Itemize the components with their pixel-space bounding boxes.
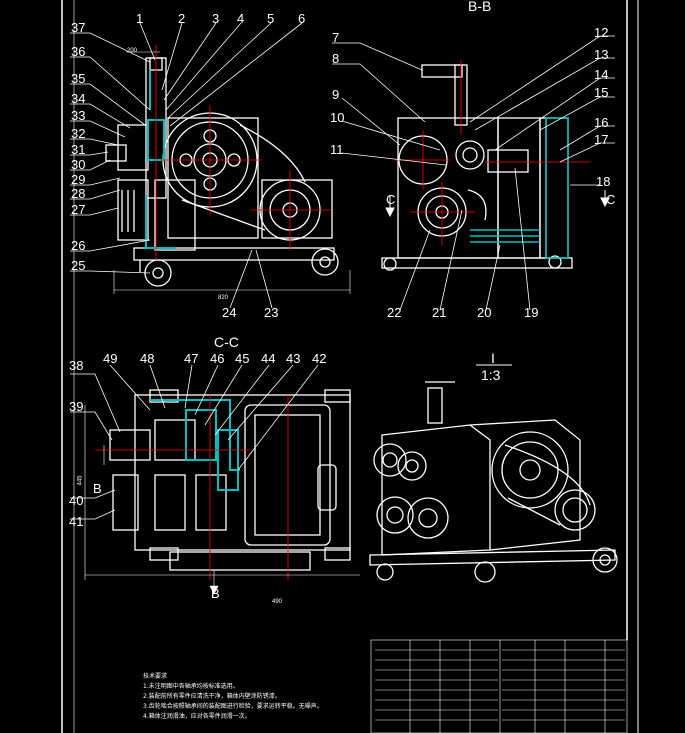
dimension-top-small: 200 [127, 48, 138, 54]
callout-46: 46 [210, 351, 225, 366]
section-bb-fill [470, 117, 569, 259]
callout-9: 9 [332, 87, 340, 102]
notes-line-1: 1.未注明图中各轴承均按标准选用。 [143, 683, 239, 690]
callout-49: 49 [103, 351, 118, 366]
callout-23: 23 [264, 305, 279, 320]
callout-17: 17 [594, 132, 609, 147]
dimension-cc-height: 445 [77, 475, 84, 486]
callout-47: 47 [184, 351, 199, 366]
callout-10: 10 [330, 110, 345, 125]
section-bb-view [381, 64, 573, 271]
callout-41: 41 [69, 514, 84, 529]
callout-34: 34 [71, 91, 86, 106]
section-marker-b-bottom: B [211, 586, 220, 601]
notes-title: 技术要求 [143, 673, 168, 680]
frame-border [61, 0, 639, 733]
callout-44: 44 [261, 351, 276, 366]
section-cc-dimensions [84, 405, 360, 595]
callout-6: 6 [298, 11, 306, 26]
front-view-dimensions [113, 51, 351, 294]
isometric-view [369, 381, 618, 583]
callout-40: 40 [69, 493, 84, 508]
callout-18: 18 [596, 174, 611, 189]
callout-31: 31 [71, 142, 86, 157]
view-title-bb: B-B [468, 0, 492, 14]
callout-19: 19 [524, 305, 539, 320]
section-marker-c-right: C [606, 192, 616, 207]
view-title-detail-scale: 1:3 [481, 367, 501, 383]
section-bb-leaders [332, 35, 615, 311]
front-view [105, 57, 339, 287]
callout-7: 7 [332, 30, 340, 45]
callout-35: 35 [71, 71, 86, 86]
callout-26: 26 [71, 238, 86, 253]
callout-8: 8 [332, 51, 340, 66]
notes-line-3: 3.齿轮啮合按照轴承间的装配图进行检验，要求运转平稳。无噪声。 [143, 703, 323, 710]
callout-13: 13 [594, 47, 609, 62]
section-marker-c-left: C [386, 192, 396, 207]
callout-32: 32 [71, 126, 86, 141]
parts-list-table [370, 639, 628, 733]
callout-14: 14 [594, 67, 609, 82]
section-bb-centerlines [395, 60, 590, 245]
callout-27: 27 [71, 202, 86, 217]
callout-5: 5 [267, 11, 275, 26]
front-view-centerlines [155, 45, 330, 260]
notes-line-4: 4.箱体注润滑油，应对各零件润滑一次。 [143, 713, 251, 720]
callout-24: 24 [222, 305, 237, 320]
callout-33: 33 [71, 108, 86, 123]
callout-25: 25 [71, 258, 86, 273]
callout-16: 16 [594, 115, 609, 130]
dimension-front-width: 820 [218, 295, 229, 301]
view-title-cc: C-C [214, 334, 239, 350]
callout-21: 21 [432, 305, 447, 320]
callout-43: 43 [286, 351, 301, 366]
view-title-detail: I [491, 350, 495, 366]
notes-line-2: 2.装配前所有零件应清洗干净，箱体内壁涂防锈漆。 [143, 693, 281, 700]
callout-30: 30 [71, 157, 86, 172]
dimension-cc-width: 490 [272, 599, 283, 605]
section-cc-view [109, 389, 351, 571]
callout-48: 48 [140, 351, 155, 366]
section-cc-fill [150, 399, 240, 491]
technical-notes: 技术要求 1.未注明图中各轴承均按标准选用。 2.装配前所有零件应清洗干净，箱体… [143, 672, 323, 722]
section-marker-b-left: B [93, 481, 102, 496]
callout-45: 45 [235, 351, 250, 366]
section-cc-centerlines [95, 395, 289, 580]
callout-28: 28 [71, 186, 86, 201]
callout-2: 2 [178, 11, 186, 26]
callout-39: 39 [69, 399, 84, 414]
section-bb-arrows [385, 190, 610, 218]
callout-3: 3 [212, 11, 220, 26]
callout-11: 11 [330, 142, 344, 157]
callout-42: 42 [312, 351, 327, 366]
callout-38: 38 [69, 358, 84, 373]
callout-15: 15 [594, 85, 609, 100]
callout-4: 4 [237, 11, 245, 26]
callout-22: 22 [387, 305, 402, 320]
front-view-leaders [70, 22, 303, 309]
callout-36: 36 [71, 44, 86, 59]
callout-20: 20 [477, 305, 492, 320]
section-cc-leaders [70, 364, 319, 520]
callout-37: 37 [71, 20, 86, 35]
callout-12: 12 [594, 25, 609, 40]
callout-29: 29 [71, 172, 86, 187]
callout-1: 1 [136, 11, 144, 26]
